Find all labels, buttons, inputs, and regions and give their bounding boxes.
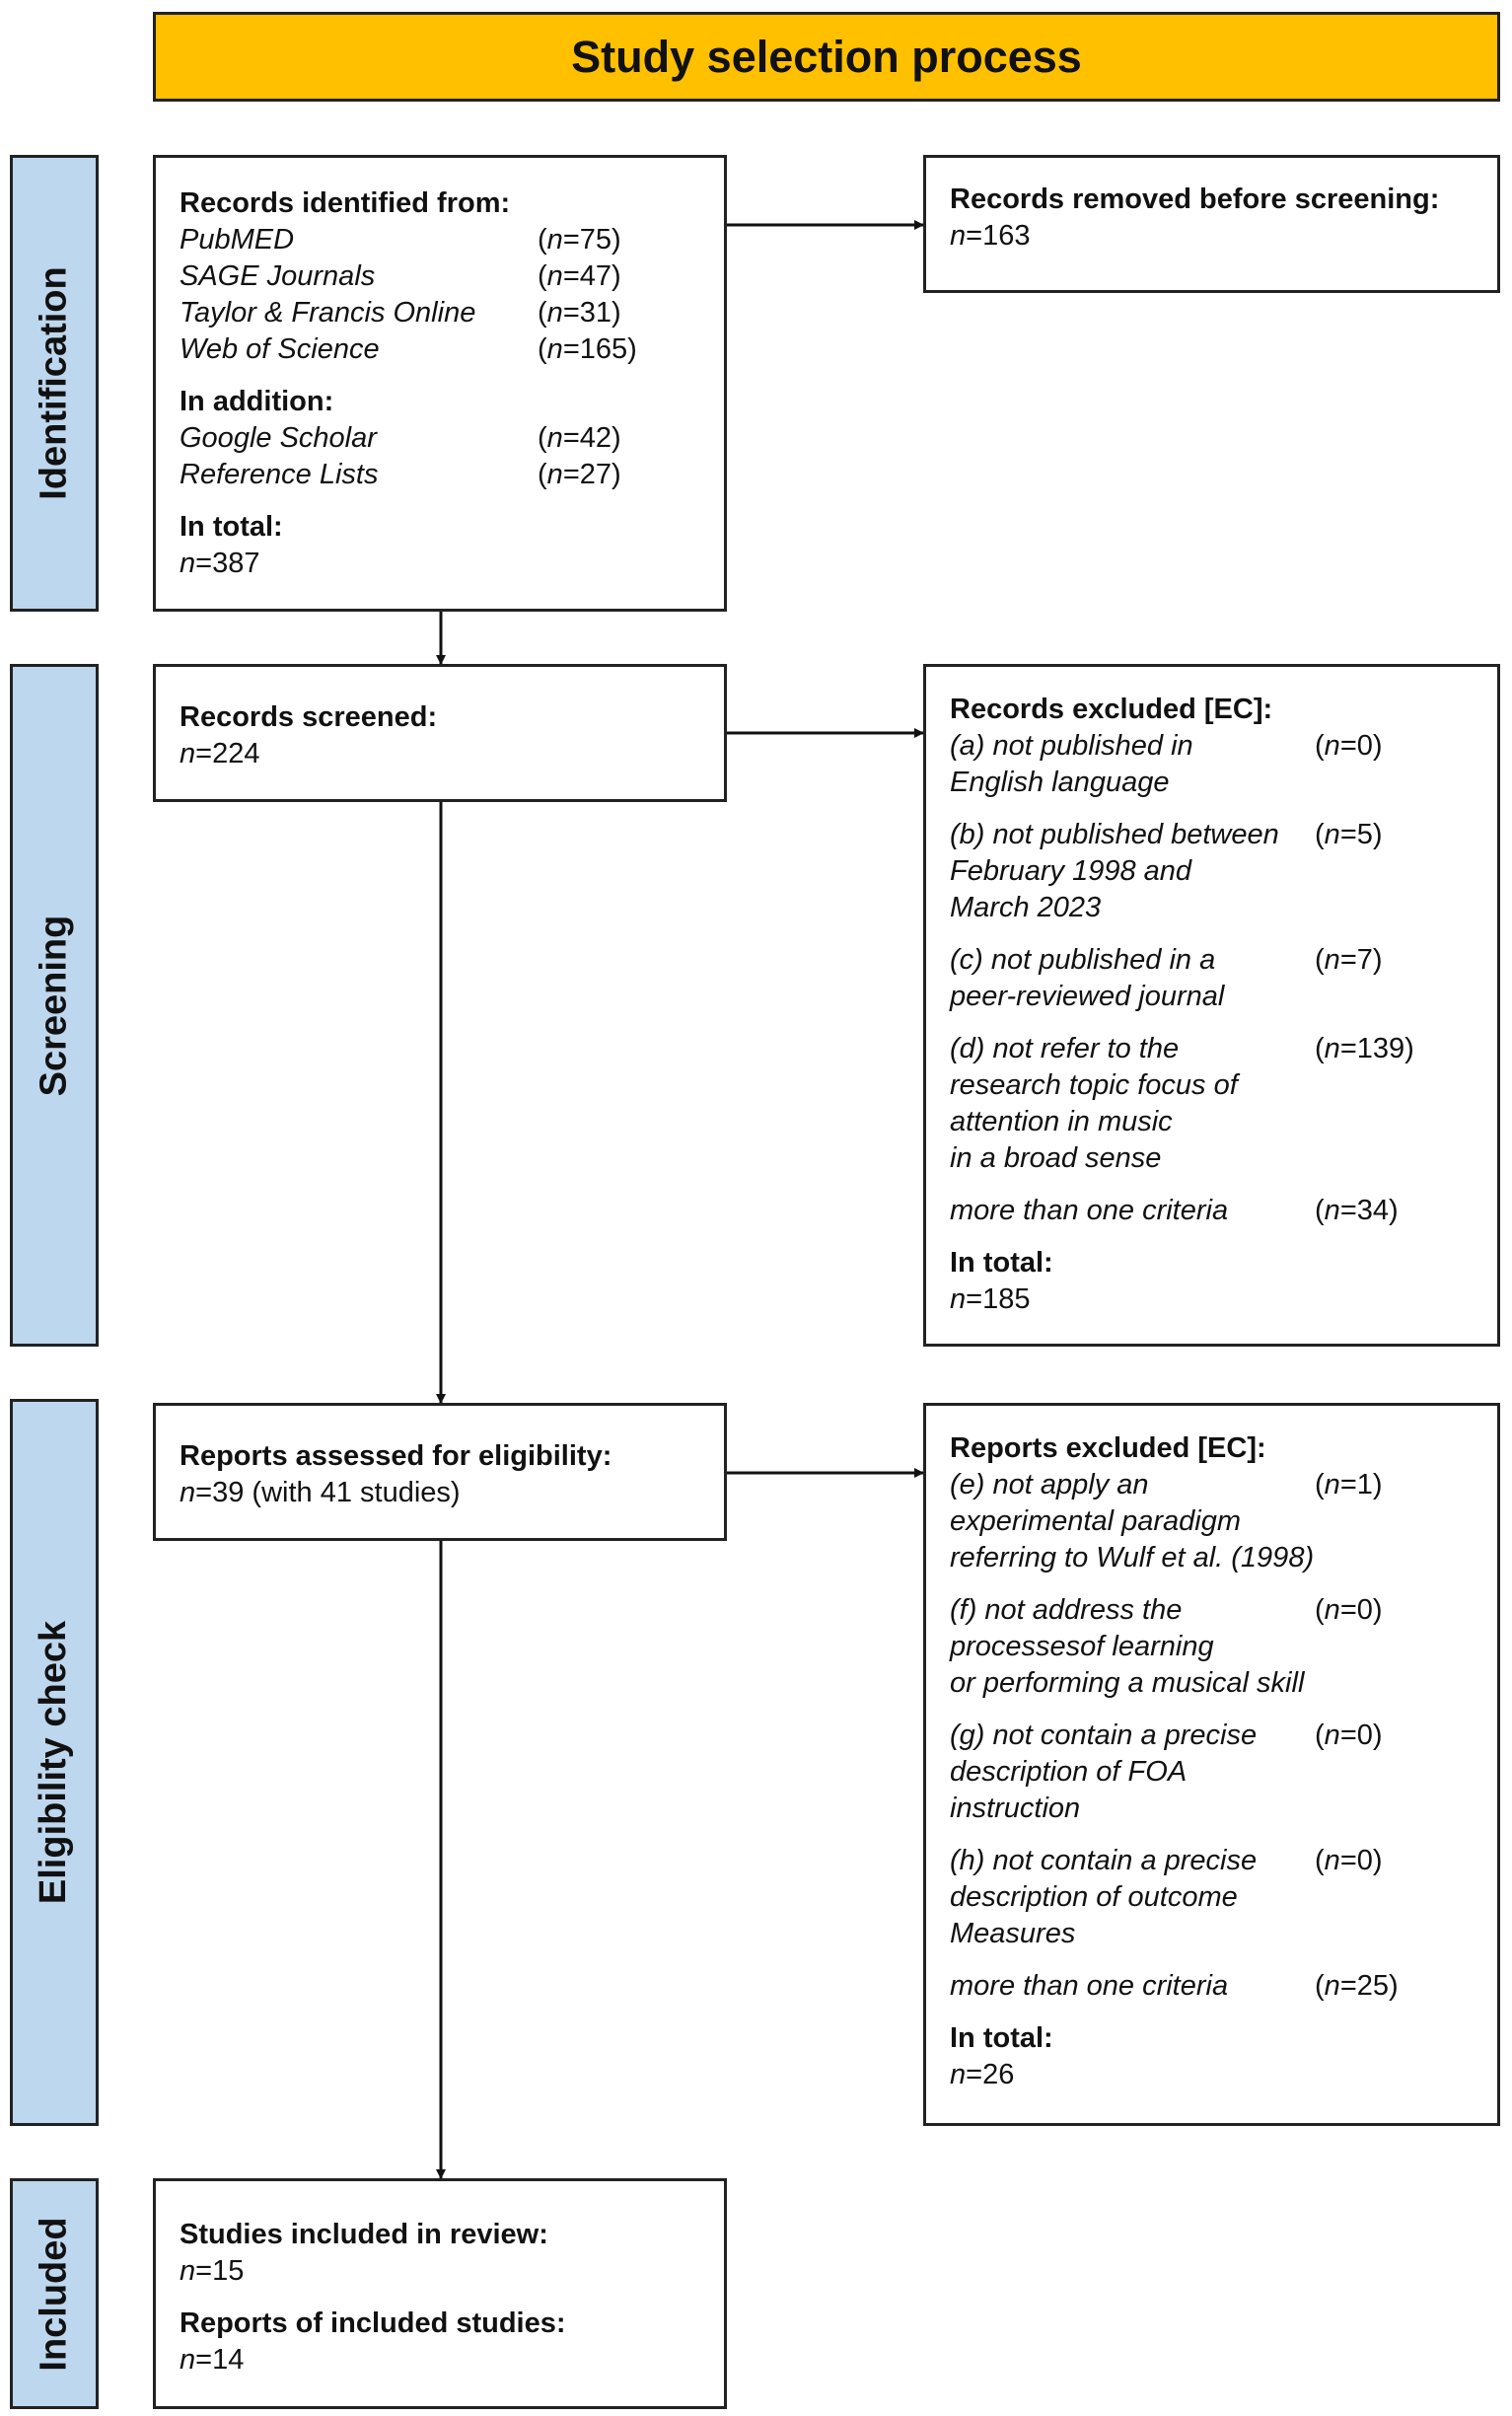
records-excluded-total-heading: In total: xyxy=(950,1247,1053,1279)
records-excluded-total: n=185 xyxy=(950,1283,1031,1315)
source-name: SAGE Journals xyxy=(180,260,376,292)
identified-total-heading: In total: xyxy=(180,511,283,543)
criterion-b: (b) not published between February 1998 … xyxy=(950,817,1474,926)
reports-excluded-total: n=26 xyxy=(950,2059,1015,2090)
stage-eligibility: Eligibility check xyxy=(10,1399,99,2126)
criterion-multiple: more than one criteria (n=25) xyxy=(950,1968,1474,2005)
criterion-count: (n=0) xyxy=(1315,1845,1383,1876)
reports-excluded-heading: Reports excluded [EC]: xyxy=(950,1432,1266,1464)
criterion-line: February 1998 and xyxy=(950,855,1192,887)
studies-included-count: n=15 xyxy=(180,2255,245,2287)
source-row: SAGE Journals (n=47) xyxy=(180,258,648,295)
reports-assessed-heading: Reports assessed for eligibility: xyxy=(180,1440,612,1472)
criterion-line: (g) not contain a precise xyxy=(950,1720,1258,1751)
criterion-line: Measures xyxy=(950,1918,1076,1949)
criterion-line: (b) not published between xyxy=(950,819,1279,850)
records-excluded-box: Records excluded [EC]: (a) not published… xyxy=(923,664,1500,1347)
records-removed-box: Records removed before screening: n=163 xyxy=(923,155,1500,293)
criterion-line: referring to Wulf et al. (1998) xyxy=(950,1542,1315,1574)
studies-included-heading: Studies included in review: xyxy=(180,2219,548,2250)
reports-assessed-box: Reports assessed for eligibility: n=39 (… xyxy=(153,1403,727,1541)
criterion-a: (a) not published in English language (n… xyxy=(950,728,1474,801)
source-name: Web of Science xyxy=(180,333,380,365)
stage-screening: Screening xyxy=(10,664,99,1347)
criterion-line: (a) not published in xyxy=(950,730,1193,762)
source-count: (n=47) xyxy=(538,260,621,292)
source-count: (n=42) xyxy=(538,422,621,454)
criterion-line: (e) not apply an xyxy=(950,1469,1149,1501)
criterion-line: research topic focus of xyxy=(950,1069,1238,1101)
records-identified-heading: Records identified from: xyxy=(180,187,511,219)
criterion-line: more than one criteria xyxy=(950,1195,1229,1226)
criterion-line: more than one criteria xyxy=(950,1970,1229,2002)
records-removed-count: n=163 xyxy=(950,220,1031,252)
reports-included-heading: Reports of included studies: xyxy=(180,2307,566,2339)
in-addition-heading: In addition: xyxy=(180,386,334,417)
criterion-line: (h) not contain a precise xyxy=(950,1845,1258,1876)
criterion-line: experimental paradigm xyxy=(950,1505,1241,1537)
criterion-count: (n=139) xyxy=(1315,1033,1414,1064)
source-name: PubMED xyxy=(180,224,295,256)
criterion-count: (n=5) xyxy=(1315,819,1383,850)
criterion-count: (n=0) xyxy=(1315,730,1383,762)
criterion-f: (f) not address the processesof learning… xyxy=(950,1592,1474,1702)
criterion-count: (n=0) xyxy=(1315,1720,1383,1751)
diagram-title-text: Study selection process xyxy=(571,31,1082,82)
criterion-count: (n=0) xyxy=(1315,1594,1383,1626)
criterion-count: (n=34) xyxy=(1315,1195,1399,1226)
stage-included: Included xyxy=(10,2178,99,2409)
criterion-e: (e) not apply an experimental paradigm r… xyxy=(950,1467,1474,1576)
records-excluded-heading: Records excluded [EC]: xyxy=(950,694,1273,725)
criterion-line: description of outcome xyxy=(950,1881,1238,1913)
source-count: (n=165) xyxy=(538,333,637,365)
reports-assessed-count: n=39 (with 41 studies) xyxy=(180,1477,461,1508)
source-count: (n=27) xyxy=(538,459,621,490)
records-screened-heading: Records screened: xyxy=(180,701,438,733)
source-count: (n=75) xyxy=(538,224,621,256)
identified-total: n=387 xyxy=(180,548,260,579)
criterion-line: (d) not refer to the xyxy=(950,1033,1180,1064)
reports-excluded-total-heading: In total: xyxy=(950,2022,1053,2054)
criterion-multiple: more than one criteria (n=34) xyxy=(950,1193,1474,1229)
criterion-d: (d) not refer to the research topic focu… xyxy=(950,1031,1474,1177)
records-identified-box: Records identified from: PubMED (n=75) S… xyxy=(153,155,727,612)
additional-source-row: Reference Lists (n=27) xyxy=(180,457,648,493)
included-box: Studies included in review: n=15 Reports… xyxy=(153,2178,727,2409)
criterion-count: (n=1) xyxy=(1315,1469,1383,1501)
reports-included-count: n=14 xyxy=(180,2344,245,2376)
criterion-line: English language xyxy=(950,767,1170,798)
source-name: Google Scholar xyxy=(180,422,377,454)
source-row: Taylor & Francis Online (n=31) xyxy=(180,295,648,331)
criterion-g: (g) not contain a precise description of… xyxy=(950,1718,1474,1827)
reports-excluded-box: Reports excluded [EC]: (e) not apply an … xyxy=(923,1403,1500,2126)
criterion-count: (n=25) xyxy=(1315,1970,1399,2002)
source-name: Reference Lists xyxy=(180,459,379,490)
records-screened-count: n=224 xyxy=(180,738,260,769)
additional-source-row: Google Scholar (n=42) xyxy=(180,420,648,457)
criterion-line: description of FOA xyxy=(950,1756,1188,1788)
criterion-line: instruction xyxy=(950,1793,1081,1824)
source-row: Web of Science (n=165) xyxy=(180,331,648,368)
criterion-h: (h) not contain a precise description of… xyxy=(950,1843,1474,1952)
criterion-c: (c) not published in a peer-reviewed jou… xyxy=(950,942,1474,1015)
source-name: Taylor & Francis Online xyxy=(180,297,476,329)
criterion-line: or performing a musical skill xyxy=(950,1667,1305,1699)
criterion-line: attention in music xyxy=(950,1106,1173,1137)
criterion-line: March 2023 xyxy=(950,892,1102,923)
diagram-title: Study selection process xyxy=(153,12,1500,102)
criterion-line: (c) not published in a xyxy=(950,944,1216,976)
source-count: (n=31) xyxy=(538,297,621,329)
criterion-line: (f) not address the xyxy=(950,1594,1183,1626)
stage-identification: Identification xyxy=(10,155,99,612)
criterion-line: in a broad sense xyxy=(950,1142,1162,1174)
records-screened-box: Records screened: n=224 xyxy=(153,664,727,802)
criterion-count: (n=7) xyxy=(1315,944,1383,976)
records-removed-heading: Records removed before screening: xyxy=(950,183,1440,215)
criterion-line: peer-reviewed journal xyxy=(950,981,1225,1012)
source-row: PubMED (n=75) xyxy=(180,222,648,258)
criterion-line: processesof learning xyxy=(950,1631,1214,1662)
